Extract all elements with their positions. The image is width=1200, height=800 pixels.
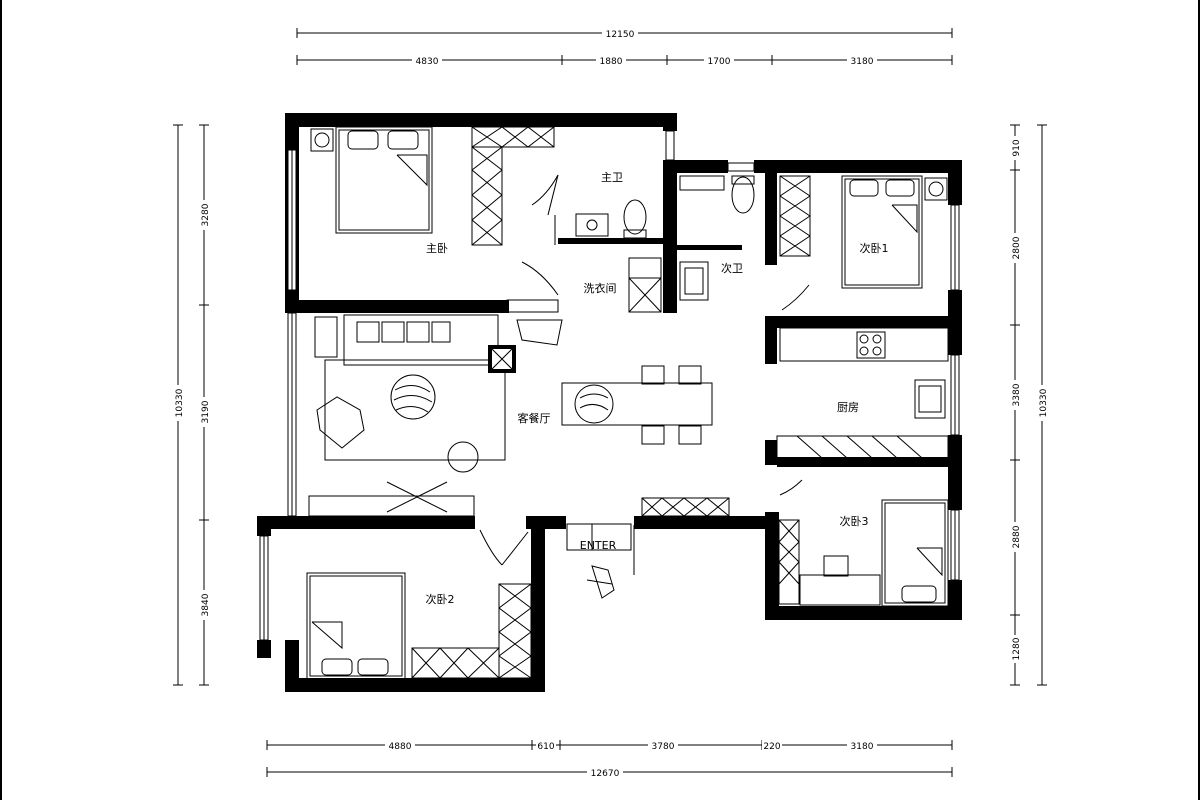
- right-segment-4: 2880: [1012, 525, 1022, 548]
- living-room-furniture: [314, 314, 563, 473]
- left-dimensions: 10330 3280 3190 3840: [172, 124, 211, 686]
- left-segment-1: 3280: [201, 203, 211, 226]
- bedroom-3-furniture: [778, 499, 949, 607]
- top-segment-4: 3180: [851, 57, 874, 67]
- master-bath-fixtures: [531, 174, 647, 245]
- windows: [259, 130, 960, 641]
- right-segment-5: 1280: [1012, 637, 1022, 660]
- label-master-bath: 主卫: [601, 171, 623, 184]
- bottom-total-dimension: 12670: [591, 769, 620, 779]
- bottom-segment-3: 3780: [652, 742, 675, 752]
- bottom-segment-1: 4880: [389, 742, 412, 752]
- right-total-dimension: 10330: [1039, 388, 1049, 417]
- label-second-bath: 次卫: [721, 261, 743, 275]
- bottom-segment-4: 220: [763, 742, 780, 752]
- label-bedroom-3: 次卧3: [840, 514, 869, 528]
- top-dimensions: 12150 4830 1880 1700 3180: [296, 27, 953, 67]
- top-segment-1: 4830: [416, 57, 439, 67]
- label-living-dining: 客餐厅: [518, 411, 551, 425]
- right-segment-2: 2800: [1012, 236, 1022, 259]
- label-entrance: ENTER: [580, 539, 617, 552]
- bedroom-1-furniture: [779, 175, 948, 289]
- label-master-bedroom: 主卧: [426, 242, 448, 255]
- left-segment-2: 3190: [201, 400, 211, 423]
- entrance-door: [566, 523, 635, 599]
- master-bedroom-furniture: [310, 126, 555, 246]
- label-laundry: 洗衣间: [584, 281, 617, 295]
- second-bath-fixtures: [679, 175, 810, 311]
- kitchen-furniture: [776, 327, 949, 496]
- left-total-dimension: 10330: [175, 388, 185, 417]
- top-total-dimension: 12150: [606, 30, 635, 40]
- bottom-dimensions: 4880 610 3780 220 3180 12670: [266, 739, 953, 779]
- top-segment-2: 1880: [600, 57, 623, 67]
- right-segment-1: 910: [1012, 139, 1022, 156]
- label-bedroom-1: 次卧1: [860, 241, 889, 255]
- label-kitchen: 厨房: [837, 401, 859, 414]
- top-segment-3: 1700: [708, 57, 731, 67]
- bottom-segment-5: 3180: [851, 742, 874, 752]
- dining-furniture: [561, 365, 713, 445]
- bedroom-2-furniture: [306, 481, 532, 680]
- entry-cabinet: [641, 497, 730, 517]
- label-bedroom-2: 次卧2: [426, 592, 455, 606]
- right-dimensions: 910 2800 3380 2880 1280 10330: [1009, 124, 1049, 686]
- left-segment-3: 3840: [201, 593, 211, 616]
- laundry-fixtures: [506, 257, 662, 313]
- right-segment-3: 3380: [1012, 383, 1022, 406]
- room-labels: 主卧 主卫 洗衣间 次卫 次卧1 客餐厅 厨房 次卧2 次卧3 ENTER: [426, 171, 889, 606]
- bottom-segment-2: 610: [537, 742, 554, 752]
- wardrobe-cells: [471, 126, 555, 246]
